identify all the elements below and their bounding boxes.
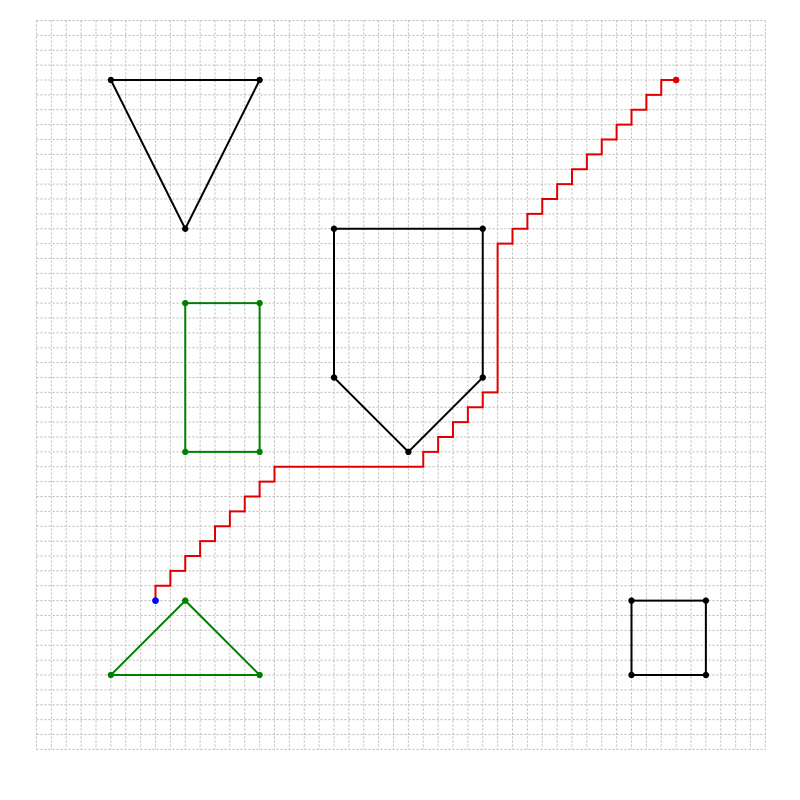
pentagon-vertex: [330, 225, 338, 232]
pentagon-vertex: [479, 374, 486, 381]
square-vertex: [702, 597, 710, 604]
square-vertex: [702, 671, 710, 679]
triangle-down-vertex: [256, 76, 263, 84]
path-layer: [154, 79, 677, 601]
pentagon-vertex: [479, 225, 486, 232]
path-end-marker: [152, 597, 159, 605]
triangle-down: [107, 76, 263, 232]
triangle-down-vertex: [182, 225, 189, 232]
triangle-down-outline: [109, 79, 262, 231]
pentagon-vertex: [330, 374, 338, 381]
pentagon: [330, 225, 486, 456]
green-triangle-vertex: [107, 671, 115, 679]
red-step-path: [154, 79, 677, 601]
marker-layer: [152, 76, 680, 605]
green-triangle: [107, 597, 263, 679]
green-triangle-outline: [108, 599, 263, 676]
green-rectangle-vertex: [182, 299, 189, 307]
pentagon-vertex: [405, 448, 412, 456]
green-rectangle: [182, 299, 263, 456]
green-rectangle-vertex: [182, 448, 189, 456]
square-vertex: [628, 671, 635, 679]
path-start-marker: [672, 76, 680, 84]
shape-layer: [107, 76, 710, 679]
green-rectangle-vertex: [256, 448, 263, 456]
green-rectangle-vertex: [256, 299, 263, 307]
square-outline: [630, 599, 707, 676]
grid-layer: [36, 20, 766, 750]
green-triangle-vertex: [182, 597, 189, 604]
square: [628, 597, 710, 679]
square-vertex: [628, 597, 635, 604]
green-triangle-vertex: [256, 671, 263, 679]
pentagon-outline: [333, 227, 484, 454]
triangle-down-vertex: [107, 76, 115, 84]
